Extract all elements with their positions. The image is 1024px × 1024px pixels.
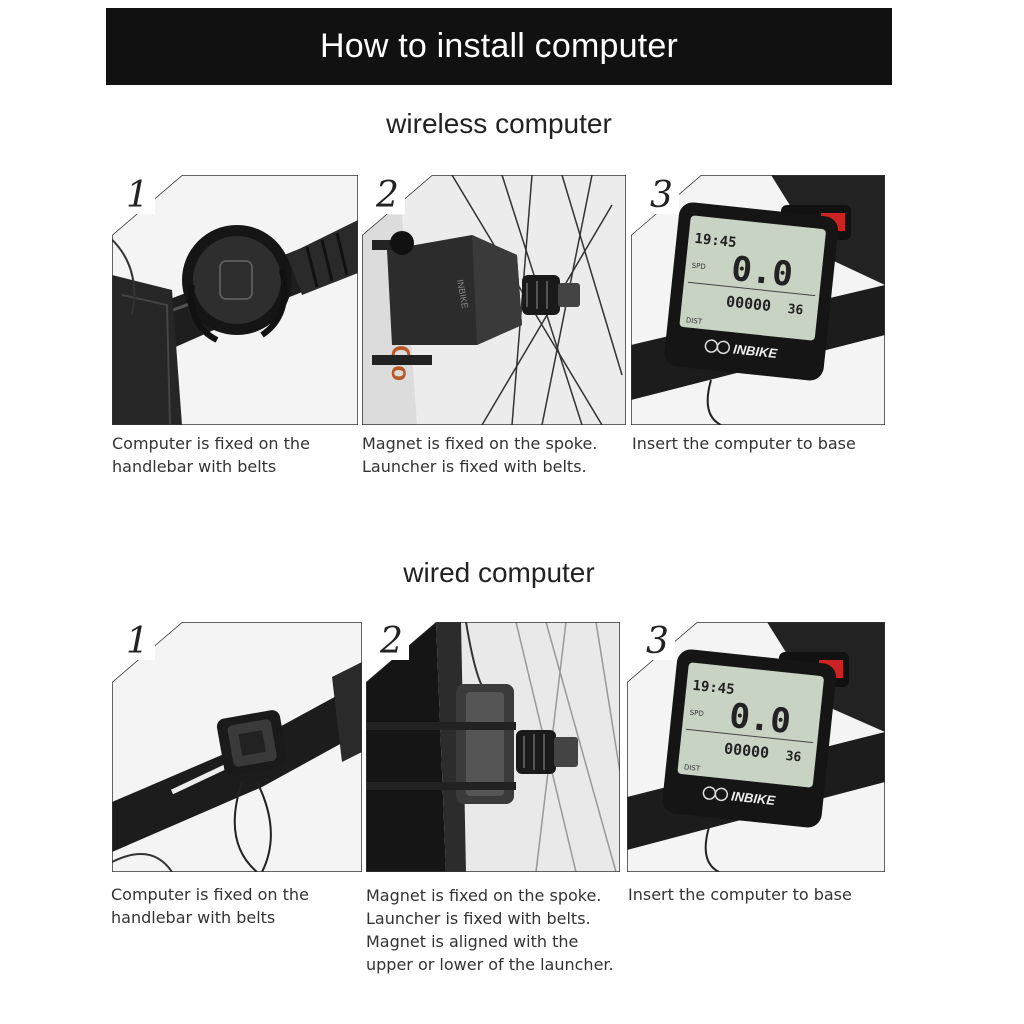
step-number: 1 xyxy=(120,624,155,660)
step-number: 2 xyxy=(374,624,409,660)
step-number: 3 xyxy=(644,178,679,214)
photo-wired-sensor-magnet xyxy=(366,622,620,872)
page-title: How to install computer xyxy=(320,27,678,65)
caption-wireless-step-1: Computer is fixed on the handlebar with … xyxy=(112,434,310,476)
step-number: 3 xyxy=(640,624,675,660)
caption-wireless-step-2: Magnet is fixed on the spoke. Launcher i… xyxy=(362,434,598,476)
lcd-odometer-decimal: 36 xyxy=(785,749,802,766)
step-number: 2 xyxy=(370,178,405,214)
section-title-wired: wired computer xyxy=(403,557,595,588)
lcd-spd-label: SPD xyxy=(691,262,706,271)
section-title-wireless: wireless computer xyxy=(386,108,612,139)
caption-wireless-step-3: Insert the computer to base xyxy=(632,434,856,453)
step-number: 1 xyxy=(120,178,155,214)
caption-wired-step-3: Insert the computer to base xyxy=(628,885,852,904)
photo-wireless-sensor-magnet: Oo INBIKE xyxy=(362,175,626,425)
photo-wireless-computer-on-base: 19:45 0.0 SPD 00000 36 DIST INBIKE xyxy=(631,175,885,425)
caption-wired-step-1: Computer is fixed on the handlebar with … xyxy=(111,885,309,927)
lcd-odometer-decimal: 36 xyxy=(787,302,804,319)
lcd-spd-label: SPD xyxy=(689,709,704,718)
caption-wired-step-2: Magnet is fixed on the spoke. Launcher i… xyxy=(366,886,614,974)
header-banner: How to install computer xyxy=(106,8,892,85)
photo-wired-computer-on-base: 19:45 0.0 SPD 00000 36 DIST INBIKE xyxy=(627,622,885,872)
photo-wired-handlebar-mount xyxy=(112,622,362,872)
